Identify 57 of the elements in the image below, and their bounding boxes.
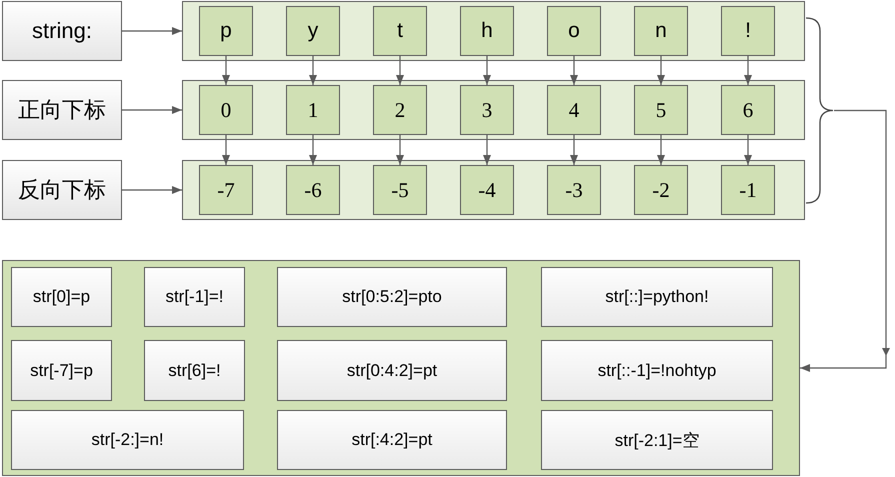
row-panel — [182, 1, 805, 61]
slice-example-box: str[-2:1]=空 — [541, 410, 773, 470]
slice-example-box: str[-2:]=n! — [11, 410, 244, 470]
curly-brace — [805, 17, 834, 204]
index-box: 4 — [547, 85, 601, 135]
character-box: o — [547, 6, 601, 56]
arrow — [309, 56, 317, 85]
arrow — [744, 135, 752, 165]
arrow — [122, 186, 182, 194]
row-panel — [182, 80, 805, 140]
arrow — [657, 135, 665, 165]
character-box: ! — [721, 6, 775, 56]
index-box: -1 — [721, 165, 775, 215]
row-label: 反向下标 — [2, 160, 122, 220]
slice-example-box: str[-7]=p — [11, 340, 112, 401]
row-label: string: — [2, 1, 122, 61]
row-panel — [182, 160, 805, 220]
index-box: 6 — [721, 85, 775, 135]
slice-example-box: str[0]=p — [11, 267, 112, 327]
arrow — [222, 56, 230, 85]
character-box: h — [460, 6, 514, 56]
arrow — [744, 56, 752, 85]
index-box: -3 — [547, 165, 601, 215]
index-box: -5 — [373, 165, 427, 215]
arrow — [483, 56, 491, 85]
slice-example-box: str[-1]=! — [144, 267, 245, 327]
arrow — [570, 56, 578, 85]
arrow — [483, 135, 491, 165]
index-box: 5 — [634, 85, 688, 135]
arrow — [396, 135, 404, 165]
character-box: t — [373, 6, 427, 56]
character-box: y — [286, 6, 340, 56]
arrow — [309, 135, 317, 165]
character-box: n — [634, 6, 688, 56]
index-box: 1 — [286, 85, 340, 135]
index-box: -2 — [634, 165, 688, 215]
index-box: -7 — [199, 165, 253, 215]
slice-example-box: str[::]=python! — [541, 267, 773, 327]
slice-example-box: str[::-1]=!nohtyp — [541, 340, 773, 401]
character-box: p — [199, 6, 253, 56]
slice-example-box: str[0:4:2]=pt — [277, 340, 507, 401]
arrow — [122, 27, 182, 35]
arrow — [396, 56, 404, 85]
index-box: -4 — [460, 165, 514, 215]
index-box: 3 — [460, 85, 514, 135]
arrow — [222, 135, 230, 165]
index-box: 0 — [199, 85, 253, 135]
row-label: 正向下标 — [2, 80, 122, 140]
arrow — [122, 106, 182, 114]
examples-panel — [2, 260, 800, 476]
arrow — [657, 56, 665, 85]
slice-example-box: str[6]=! — [144, 340, 245, 401]
index-box: -6 — [286, 165, 340, 215]
arrow — [570, 135, 578, 165]
slice-example-box: str[:4:2]=pt — [277, 410, 507, 470]
slice-example-box: str[0:5:2]=pto — [277, 267, 507, 327]
index-box: 2 — [373, 85, 427, 135]
